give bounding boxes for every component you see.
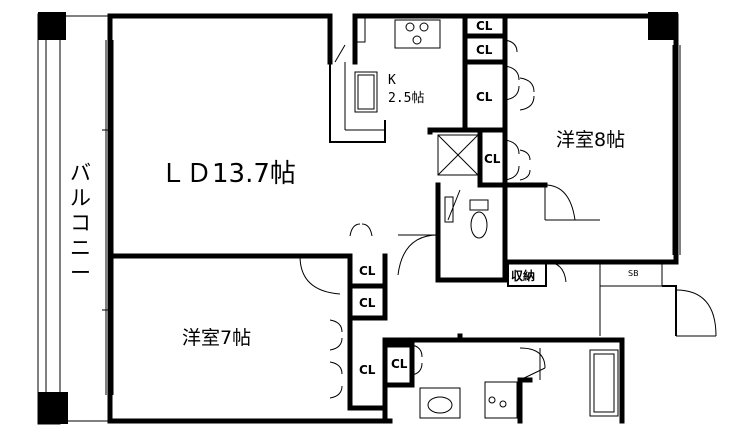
closet-label: CL [484, 152, 501, 166]
closet-label: CL [359, 264, 376, 278]
windows [102, 40, 681, 395]
kitchen-label: K [388, 73, 396, 88]
closet-label: CL [476, 19, 493, 33]
closet-labels: CL CL CL CL CL CL CL CL [359, 19, 501, 377]
storage-label: 収納 [511, 268, 535, 283]
toilet-room [397, 182, 508, 283]
room-label-western-7: 洋室7帖 [182, 327, 251, 349]
svg-text:バ: バ [70, 161, 91, 185]
closet-column-top [462, 13, 600, 221]
svg-text:コ: コ [70, 211, 91, 235]
room-label-western-8: 洋室8帖 [556, 129, 625, 151]
closet-label: CL [476, 43, 493, 57]
closet-label: CL [359, 296, 376, 310]
structural-columns [38, 12, 678, 424]
balcony-label: バ ル コ ニ ー [70, 161, 91, 285]
closet-column-middle [299, 223, 463, 411]
kitchen-size-label: 2.5帖 [388, 91, 424, 106]
svg-text:ル: ル [70, 186, 91, 210]
closet-label: CL [391, 357, 408, 371]
svg-text:ー: ー [70, 261, 91, 285]
pipe-shaft [437, 134, 479, 176]
closet-label: CL [476, 90, 493, 104]
shoe-box-label: SB [628, 269, 639, 278]
svg-text:ニ: ニ [70, 236, 91, 260]
kitchen [327, 13, 473, 143]
wash-bath [419, 347, 619, 419]
room-label-ld: ＬＤ13.7帖 [160, 159, 296, 189]
storage-area [502, 259, 717, 337]
closet-label: CL [359, 363, 376, 377]
